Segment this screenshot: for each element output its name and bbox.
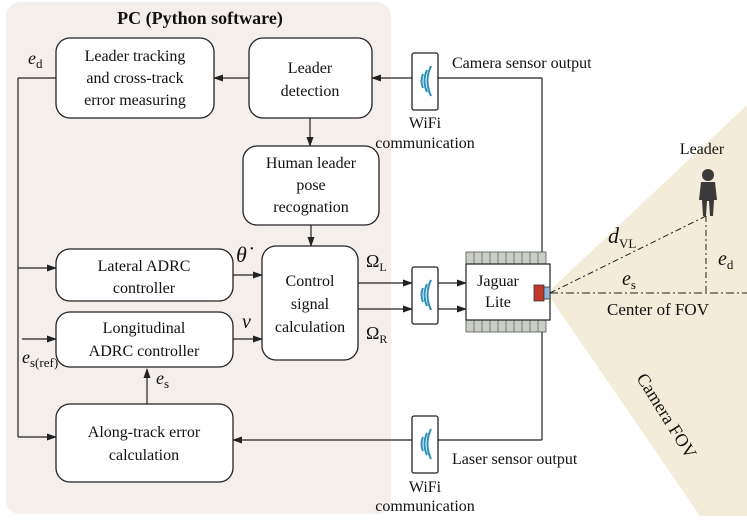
human-pose-line-1: Human leader xyxy=(266,155,357,172)
v-symbol: v xyxy=(242,311,251,333)
omega-r-symbol: ΩR xyxy=(366,323,387,346)
along-track-box xyxy=(55,403,234,483)
camera-sensor-output-label: Camera sensor output xyxy=(452,55,592,72)
longitudinal-adrc-line-2: ADRC controller xyxy=(89,343,200,360)
e-s-symbol: es xyxy=(156,368,169,391)
leader-person-icon xyxy=(699,169,717,216)
leader-tracking-line-2: and cross-track xyxy=(86,70,183,87)
leader-tracking-line-1: Leader tracking xyxy=(85,48,186,65)
control-signal-box xyxy=(261,245,359,361)
jaguar-label-1: Jaguar xyxy=(477,273,519,290)
control-signal-line-1: Control xyxy=(286,273,335,290)
wifi-label-top-1: WiFi xyxy=(409,115,442,132)
e-d-fov-symbol: ed xyxy=(718,248,734,272)
human-pose-line-2: pose xyxy=(296,177,325,194)
along-track-line-2: calculation xyxy=(109,447,179,464)
wifi-label-bottom-2: communication xyxy=(375,498,475,515)
control-signal-line-2: signal xyxy=(291,296,330,313)
lateral-adrc-line-1: Lateral ADRC xyxy=(98,258,191,275)
human-pose-line-3: recognation xyxy=(273,199,349,216)
leader-tracking-line-3: error measuring xyxy=(84,92,186,109)
leader-label: Leader xyxy=(680,141,725,158)
camera-sensor xyxy=(533,284,545,302)
d-vl-symbol: dVL xyxy=(608,223,636,251)
leader-detection-line-2: detection xyxy=(281,83,340,100)
lateral-adrc-line-2: controller xyxy=(113,280,176,297)
laser-sensor-output-label: Laser sensor output xyxy=(452,451,578,468)
wifi-waves-top-icon xyxy=(420,65,432,97)
leader-detection-line-1: Leader xyxy=(288,60,333,77)
d-vl-line xyxy=(549,215,707,294)
leader-detection-box xyxy=(248,37,373,119)
e-s-fov-symbol: es xyxy=(622,268,636,292)
camera-fov-region xyxy=(547,105,747,516)
wifi-waves-bottom-icon xyxy=(420,428,432,460)
omega-l-symbol: ΩL xyxy=(366,251,387,274)
jaguar-label-2: Lite xyxy=(485,294,511,311)
wifi-label-top-2: communication xyxy=(375,135,475,152)
along-track-line-1: Along-track error xyxy=(88,424,201,441)
control-signal-line-3: calculation xyxy=(275,319,345,336)
laser-sensor xyxy=(543,286,551,300)
center-of-fov-label: Center of FOV xyxy=(607,300,710,319)
pc-label: PC (Python software) xyxy=(117,8,283,29)
longitudinal-adrc-line-1: Longitudinal xyxy=(103,320,186,337)
e-s-ref-symbol: es(ref) xyxy=(22,347,58,370)
e-d-symbol: ed xyxy=(28,48,43,71)
wifi-waves-middle-icon xyxy=(420,279,432,311)
wifi-label-bottom-1: WiFi xyxy=(409,479,442,496)
jaguar-lite-robot: Jaguar Lite xyxy=(465,251,551,333)
